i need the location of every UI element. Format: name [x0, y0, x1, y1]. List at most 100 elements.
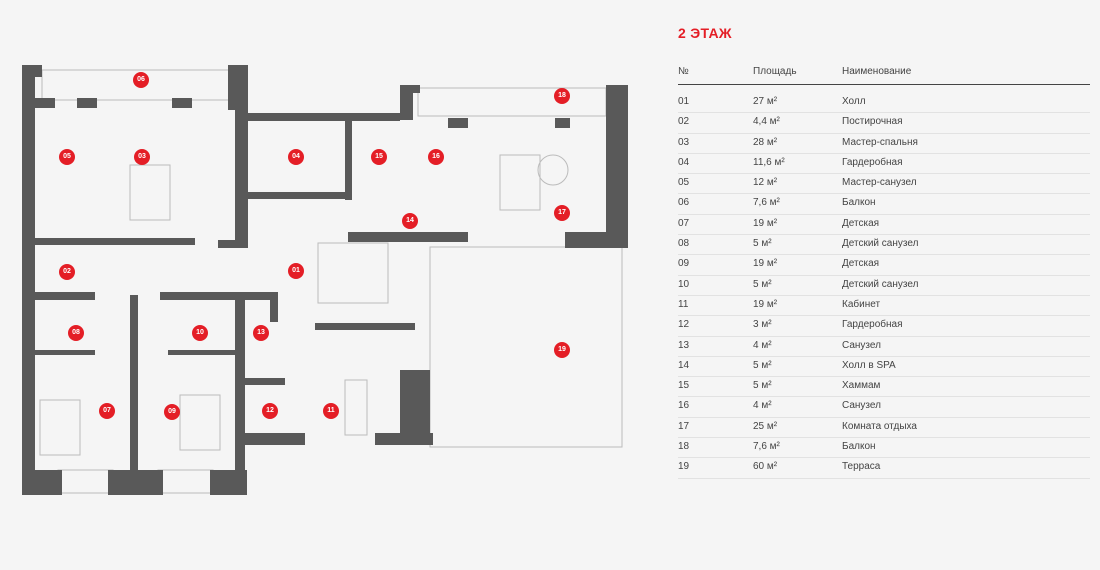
cell-area: 28 м² — [753, 136, 778, 148]
cell-area: 4 м² — [753, 339, 772, 351]
cell-number: 16 — [678, 400, 690, 412]
room-marker[interactable]: 11 — [323, 403, 339, 419]
cell-number: 10 — [678, 278, 690, 290]
cell-number: 14 — [678, 359, 690, 371]
room-marker[interactable]: 17 — [554, 205, 570, 221]
cell-number: 15 — [678, 380, 690, 392]
room-marker[interactable]: 19 — [554, 342, 570, 358]
cell-area: 19 м² — [753, 298, 778, 310]
cell-area: 11,6 м² — [753, 156, 785, 168]
room-marker[interactable]: 09 — [164, 404, 180, 420]
cell-name: Санузел — [842, 339, 881, 351]
table-row: 12 3 м² Гардеробная — [678, 316, 1090, 337]
floor-plan — [22, 65, 628, 495]
cell-name: Терраса — [842, 461, 881, 473]
table-row: 03 28 м² Мастер-спальня — [678, 134, 1090, 154]
cell-number: 18 — [678, 441, 690, 453]
cell-number: 05 — [678, 177, 690, 189]
cell-name: Мастер-санузел — [842, 177, 917, 189]
cell-name: Детский санузел — [842, 278, 919, 290]
cell-name: Холл — [842, 96, 866, 107]
rooms-table: № Площадь Наименование 01 27 м² Холл 02 4,4 … — [678, 64, 1090, 479]
cell-number: 12 — [678, 319, 690, 331]
cell-name: Детский санузел — [842, 238, 919, 250]
walls — [22, 65, 628, 495]
room-marker[interactable]: 01 — [288, 263, 304, 279]
cell-area: 7,6 м² — [753, 197, 780, 209]
cell-number: 19 — [678, 461, 690, 473]
cell-number: 17 — [678, 420, 690, 432]
cell-name: Гардеробная — [842, 319, 903, 331]
cell-number: 11 — [678, 298, 689, 310]
cell-number: 04 — [678, 156, 690, 168]
table-row: 17 25 м² Комната отдыха — [678, 418, 1090, 439]
room-marker[interactable]: 05 — [59, 149, 75, 165]
cell-area: 60 м² — [753, 461, 778, 473]
cell-number: 13 — [678, 339, 690, 351]
cell-name: Гардеробная — [842, 156, 903, 168]
cell-name: Комната отдыха — [842, 420, 917, 432]
cell-area: 5 м² — [753, 278, 772, 290]
table-row: 09 19 м² Детская — [678, 255, 1090, 276]
cell-area: 25 м² — [753, 420, 778, 432]
cell-name: Санузел — [842, 400, 881, 412]
table-row: 19 60 м² Терраса — [678, 458, 1090, 479]
room-marker[interactable]: 03 — [134, 149, 150, 165]
table-row: 16 4 м² Санузел — [678, 397, 1090, 418]
table-row: 02 4,4 м² Постирочная — [678, 113, 1090, 134]
cell-area: 4 м² — [753, 400, 772, 412]
cell-area: 27 м² — [753, 96, 778, 107]
header-name: Наименование — [842, 66, 912, 77]
table-row: 14 5 м² Холл в SPA — [678, 357, 1090, 378]
cell-name: Балкон — [842, 197, 876, 209]
room-marker[interactable]: 18 — [554, 88, 570, 104]
cell-number: 01 — [678, 96, 690, 107]
cell-name: Детская — [842, 258, 880, 270]
room-marker[interactable]: 14 — [402, 213, 418, 229]
table-row: 13 4 м² Санузел — [678, 337, 1090, 357]
cell-area: 5 м² — [753, 238, 772, 250]
cell-area: 5 м² — [753, 380, 772, 392]
cell-area: 19 м² — [753, 258, 778, 270]
table-row: 18 7,6 м² Балкон — [678, 438, 1090, 459]
room-marker[interactable]: 06 — [133, 72, 149, 88]
cell-area: 4,4 м² — [753, 116, 780, 128]
table-row: 11 19 м² Кабинет — [678, 296, 1090, 317]
cell-number: 09 — [678, 258, 690, 270]
table-row: 05 12 м² Мастер-санузел — [678, 174, 1090, 195]
room-marker[interactable]: 13 — [253, 325, 269, 341]
room-marker[interactable]: 02 — [59, 264, 75, 280]
header-number: № — [678, 66, 689, 77]
room-marker[interactable]: 08 — [68, 325, 84, 341]
room-marker[interactable]: 16 — [428, 149, 444, 165]
cell-area: 5 м² — [753, 359, 772, 371]
cell-name: Мастер-спальня — [842, 136, 918, 148]
table-header: № Площадь Наименование — [678, 64, 1090, 85]
table-row: 10 5 м² Детский санузел — [678, 276, 1090, 296]
cell-name: Детская — [842, 217, 880, 229]
cell-name: Кабинет — [842, 298, 881, 310]
cell-number: 02 — [678, 116, 690, 128]
cell-area: 3 м² — [753, 319, 772, 331]
cell-name: Постирочная — [842, 116, 903, 128]
table-row: 15 5 м² Хаммам — [678, 377, 1090, 398]
cell-name: Балкон — [842, 441, 876, 453]
room-marker[interactable]: 15 — [371, 149, 387, 165]
cell-name: Холл в SPA — [842, 359, 896, 371]
room-marker[interactable]: 12 — [262, 403, 278, 419]
room-marker[interactable]: 07 — [99, 403, 115, 419]
header-area: Площадь — [753, 66, 797, 77]
cell-number: 03 — [678, 136, 690, 148]
table-row: 06 7,6 м² Балкон — [678, 194, 1090, 215]
room-marker[interactable]: 04 — [288, 149, 304, 165]
cell-area: 12 м² — [753, 177, 778, 189]
table-row: 07 19 м² Детская — [678, 215, 1090, 236]
cell-number: 06 — [678, 197, 690, 209]
cell-area: 19 м² — [753, 217, 778, 229]
cell-name: Хаммам — [842, 380, 881, 392]
table-row: 01 27 м² Холл — [678, 93, 1090, 114]
room-marker[interactable]: 10 — [192, 325, 208, 341]
cell-area: 7,6 м² — [753, 441, 780, 453]
cell-number: 07 — [678, 217, 690, 229]
